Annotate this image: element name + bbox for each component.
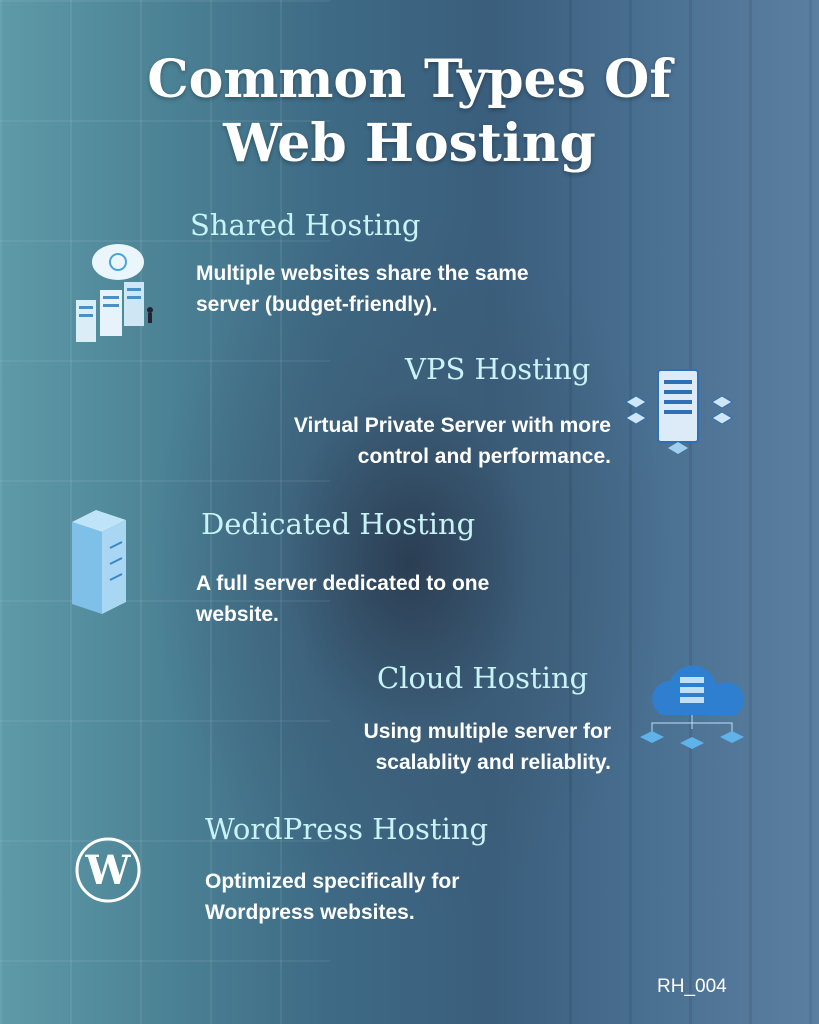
cloud-network-icon xyxy=(640,665,745,749)
cloud-servers-icon xyxy=(76,244,153,342)
section-heading: Dedicated Hosting xyxy=(201,507,476,541)
dedicated-server-icon xyxy=(72,510,126,614)
footer-code: RH_004 xyxy=(657,976,727,997)
description-line: Using multiple server for xyxy=(363,720,611,743)
description-line: Wordpress websites. xyxy=(205,901,415,924)
description-line: control and performance. xyxy=(357,445,611,468)
description-line: Virtual Private Server with more xyxy=(293,414,611,437)
section-description: Virtual Private Server with more control … xyxy=(294,410,611,472)
section-heading: Shared Hosting xyxy=(190,208,421,242)
title-line-2: Web Hosting xyxy=(223,113,596,174)
svg-text:W: W xyxy=(85,847,132,894)
server-rack-icon xyxy=(625,369,733,454)
background-wall-left xyxy=(0,0,330,1024)
section-description: Multiple websites share the same server (… xyxy=(196,258,529,320)
description-line: Optimized specifically for xyxy=(205,870,460,893)
page-title: Common Types Of Web Hosting xyxy=(0,48,819,176)
section-description: Using multiple server for scalablity and … xyxy=(364,716,611,778)
description-line: website. xyxy=(196,603,279,626)
section-heading: WordPress Hosting xyxy=(205,812,489,846)
background-wall-right xyxy=(569,0,819,1024)
section-heading: Cloud Hosting xyxy=(377,661,589,695)
description-line: scalablity and reliablity. xyxy=(375,751,611,774)
description-line: Multiple websites share the same xyxy=(196,262,529,285)
wordpress-icon: W xyxy=(75,837,141,903)
description-line: server (budget-friendly). xyxy=(196,293,438,316)
section-heading: VPS Hosting xyxy=(405,352,591,386)
section-description: A full server dedicated to one website. xyxy=(196,568,489,630)
title-line-1: Common Types Of xyxy=(147,49,672,110)
description-line: A full server dedicated to one xyxy=(196,572,490,595)
